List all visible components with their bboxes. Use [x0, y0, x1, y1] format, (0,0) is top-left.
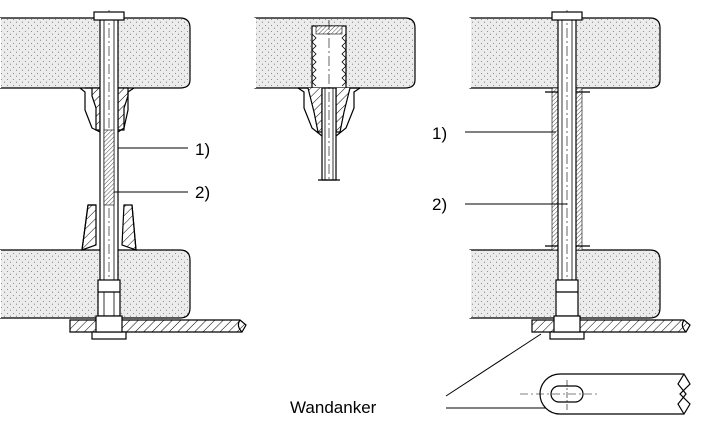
- callout-1-right: 1): [432, 124, 447, 143]
- bolt-head-bottom: [91, 331, 127, 340]
- lower-panel: [0, 249, 191, 319]
- wall-anchor-detail: [445, 333, 691, 415]
- callout-2-left: 2): [195, 183, 210, 202]
- right-assembly: [465, 10, 691, 340]
- lower-spacer: [81, 204, 97, 251]
- upper-panel: [0, 17, 191, 89]
- middle-detail: [254, 17, 416, 181]
- bolt-head-top: [93, 11, 125, 21]
- wall-anchor-label: Wandanker: [290, 398, 377, 417]
- left-assembly: [0, 10, 247, 340]
- upper-spacer: [85, 87, 101, 131]
- wall-anchor-strap: [539, 373, 691, 415]
- callout-2-right: 2): [432, 195, 447, 214]
- callout-1-left: 1): [195, 140, 210, 159]
